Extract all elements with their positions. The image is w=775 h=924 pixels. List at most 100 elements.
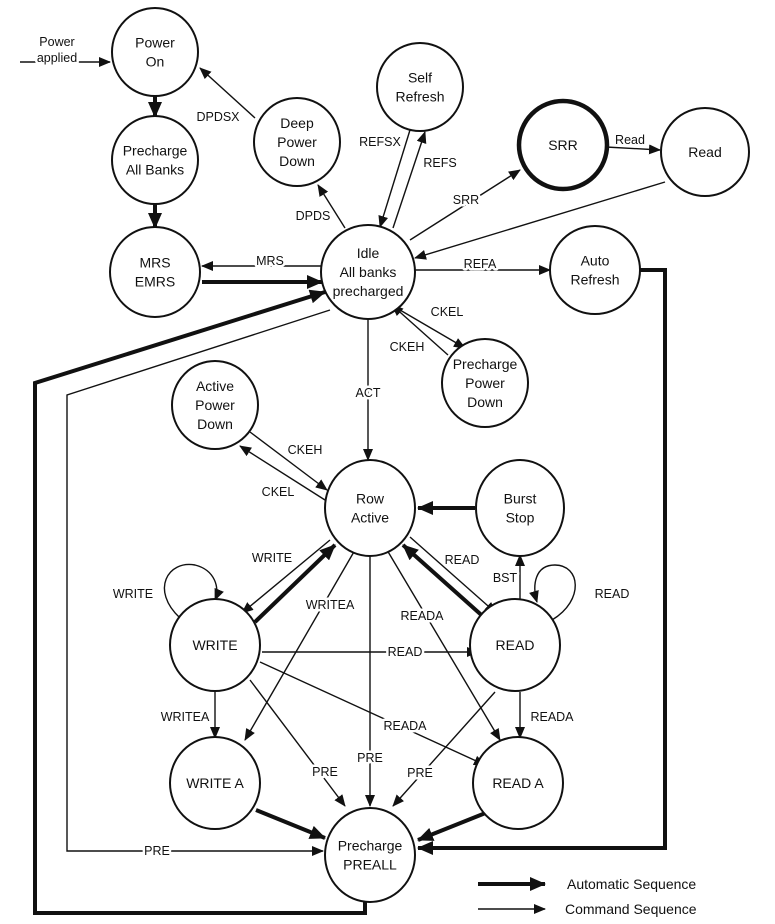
state-label: Power	[135, 35, 175, 51]
transition-label: DPDS	[296, 209, 331, 223]
transition-arrow	[255, 808, 326, 840]
transition-write-to-preall: PRE	[249, 679, 346, 807]
state-label: Deep	[280, 115, 314, 131]
transition-arrow	[249, 431, 328, 491]
transition-label: PRE	[144, 844, 170, 858]
transition-read-to-burst-stop: BST	[490, 554, 525, 605]
state-shape	[516, 98, 610, 192]
state-label: precharged	[333, 283, 404, 299]
legend-automatic-label: Automatic Sequence	[567, 876, 696, 892]
state-label: On	[146, 54, 165, 70]
state-label: WRITE	[192, 637, 237, 653]
transition-idle-to-srr: SRR	[409, 169, 521, 241]
transition-label: READ	[445, 553, 480, 567]
transition-label: ACT	[356, 386, 381, 400]
transition-arrow	[409, 536, 497, 614]
transition-row-active-to-write-a: WRITEA	[244, 549, 357, 741]
state-label: Burst	[504, 491, 537, 507]
transition-label: Power	[39, 35, 74, 49]
transition-label: WRITE	[113, 587, 153, 601]
transition-read-to-read-a: READA	[515, 692, 577, 739]
transition-arrow	[417, 810, 489, 842]
transition-arrow	[401, 543, 489, 622]
state-shape	[253, 97, 341, 187]
transition-arrow	[399, 309, 466, 349]
state-label: WRITE A	[186, 775, 244, 791]
state-shape	[469, 598, 561, 692]
state-label: Refresh	[395, 89, 444, 105]
transition-label: CKEH	[390, 340, 425, 354]
transition-label: SRR	[453, 193, 479, 207]
state-read: READ	[469, 598, 561, 692]
state-shape	[549, 225, 641, 315]
transition-label: REFA	[464, 257, 497, 271]
transition-label: READA	[400, 609, 444, 623]
state-label: Row	[356, 491, 385, 507]
state-shape	[111, 115, 199, 205]
transition-arrow	[605, 144, 661, 155]
state-label: Precharge	[453, 356, 518, 372]
state-label: PREALL	[343, 857, 397, 873]
transition-arrow	[239, 445, 326, 501]
transition-label: PRE	[407, 766, 433, 780]
state-shape	[324, 459, 416, 557]
transition-label: Read	[615, 133, 645, 147]
state-write: WRITE	[169, 598, 261, 692]
state-srr: SRR	[516, 98, 610, 192]
transition-label: READ	[595, 587, 630, 601]
state-label: Active	[351, 510, 389, 526]
transition-read-to-row-active	[401, 543, 489, 622]
state-label: READ	[496, 637, 535, 653]
transition-deep-pd-to-power-on: DPDSX	[194, 67, 256, 127]
state-write-a: WRITE A	[169, 736, 261, 830]
state-label: Power	[465, 375, 505, 391]
state-label: MRS	[139, 255, 170, 271]
transition-arrow	[33, 289, 367, 915]
state-label: Stop	[506, 510, 535, 526]
transition-label: REFSX	[359, 135, 401, 149]
transition-label: CKEL	[262, 485, 295, 499]
transition-label: CKEL	[431, 305, 464, 319]
transition-arrow	[259, 661, 486, 766]
transition-precharge-pd-to-idle: CKEH	[387, 304, 449, 357]
transition-idle-to-self-refresh: REFS	[392, 131, 459, 229]
state-label: Self	[408, 70, 432, 86]
transition-arrow	[244, 549, 356, 741]
state-shape	[109, 226, 201, 318]
transition-write-to-write-a: WRITEA	[158, 692, 220, 739]
state-shape	[169, 736, 261, 830]
state-label: All banks	[340, 264, 397, 280]
transition-idle-to-deep-pd: DPDS	[293, 184, 346, 229]
legend-command-label: Command Sequence	[565, 901, 697, 917]
transition-arrow	[241, 539, 331, 614]
transition-label: CKEH	[288, 443, 323, 457]
state-label: Idle	[357, 245, 380, 261]
transition-write-a-to-preall	[255, 808, 326, 840]
state-shape	[169, 598, 261, 692]
state-label: Down	[197, 416, 233, 432]
transition-arrow	[529, 564, 576, 621]
transition-self-refresh-to-idle: REFSX	[357, 129, 411, 228]
transition-srr-to-read-top: Read	[605, 131, 661, 155]
state-read-top: Read	[660, 107, 750, 197]
transition-label: MRS	[256, 254, 284, 268]
transition-read-to-preall: PRE	[392, 691, 496, 807]
transition-arrow	[414, 181, 666, 260]
transition-idle-to-mrs: MRS	[201, 252, 322, 271]
state-label: READ A	[492, 775, 544, 791]
transition-write-to-write: WRITE	[110, 563, 224, 619]
state-shape	[441, 338, 529, 428]
transition-label: READA	[383, 719, 427, 733]
state-shape	[376, 42, 464, 132]
state-shape	[111, 7, 199, 97]
legend: Automatic Sequence Command Sequence	[478, 876, 697, 917]
